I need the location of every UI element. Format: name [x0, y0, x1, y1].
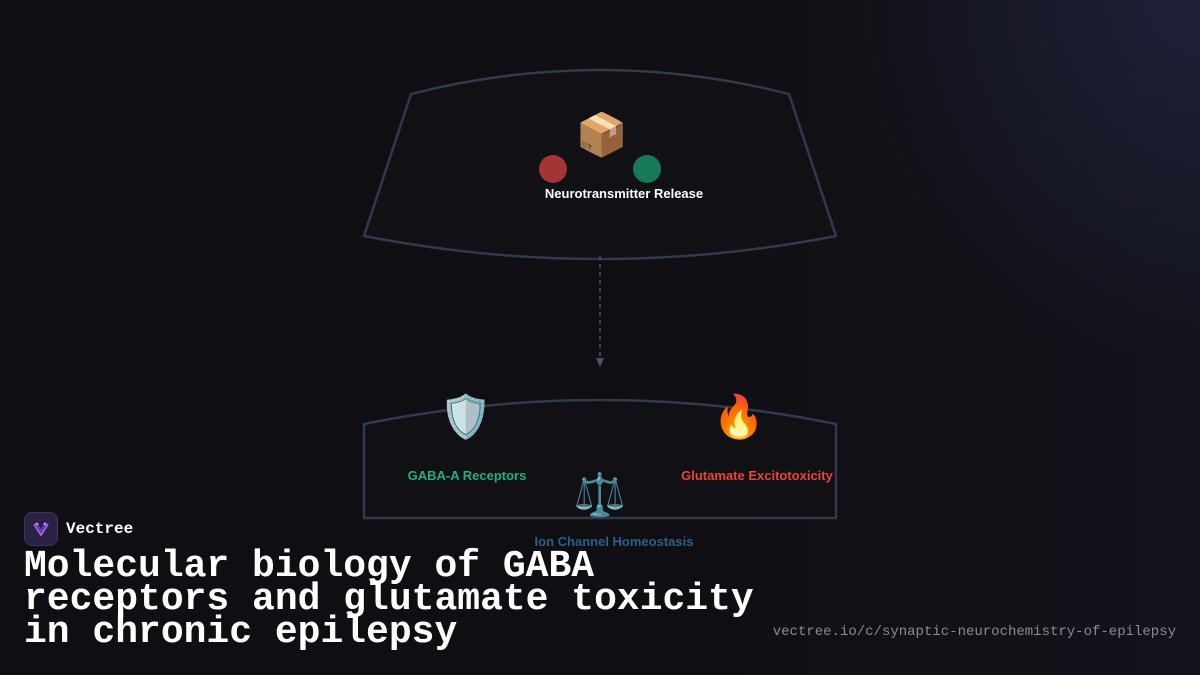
page-url: vectree.io/c/synaptic-neurochemistry-of-…: [772, 624, 1176, 640]
glutamate-node-label: Glutamate Excitotoxicity: [681, 468, 833, 483]
package-icon: 📦: [575, 110, 629, 159]
release-dot-green: [633, 155, 661, 183]
release-dot-red: [539, 155, 567, 183]
bottom-node-container: [362, 398, 838, 520]
brand-name: Vectree: [66, 520, 134, 538]
brand: Vectree: [24, 512, 133, 546]
page-title: Molecular biology of GABA receptors and …: [24, 545, 754, 654]
top-node-label: Neurotransmitter Release: [544, 186, 704, 201]
top-node-container: [362, 68, 838, 261]
gaba-node-label: GABA-A Receptors: [407, 468, 527, 483]
connector-arrowhead: [596, 358, 604, 367]
balance-scale-icon: ⚖️: [573, 470, 627, 519]
shield-icon: 🛡️: [439, 392, 493, 441]
vectree-logo-icon: [24, 512, 58, 546]
ion-node-label: Ion Channel Homeostasis: [534, 534, 694, 549]
fire-icon: 🔥: [712, 392, 766, 441]
